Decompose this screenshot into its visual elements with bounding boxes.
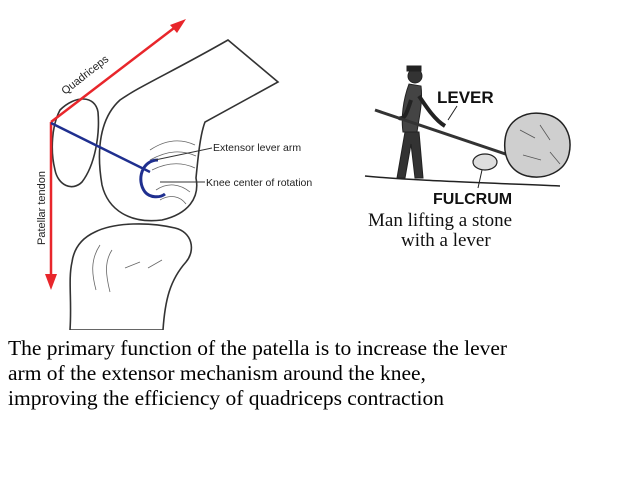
lever-label: LEVER	[437, 88, 494, 107]
big-stone	[503, 112, 571, 178]
extensor-lever-arm-label: Extensor lever arm	[213, 142, 301, 154]
slide-caption: The primary function of the patella is t…	[8, 336, 628, 411]
quadriceps-line	[50, 24, 179, 123]
lever-caption-line2: with a lever	[401, 230, 491, 251]
lever-arm-pointer	[154, 147, 213, 161]
patella-bone	[51, 98, 100, 188]
center-of-rotation-mark	[139, 158, 166, 199]
caption-line-3: improving the efficiency of quadriceps c…	[8, 386, 445, 410]
fulcrum-stone	[472, 153, 498, 171]
tibia-bone	[69, 223, 193, 330]
knee-center-label: Knee center of rotation	[206, 177, 312, 189]
knee-diagram: Quadriceps Patellar tendon Extensor leve…	[36, 19, 312, 330]
patellar-tendon-label: Patellar tendon	[36, 171, 48, 245]
femur-bone	[98, 39, 280, 222]
fulcrum-label-pointer	[477, 169, 483, 189]
stone-texture	[519, 124, 561, 165]
lever-label-pointer	[447, 105, 458, 121]
quadriceps-arrowhead	[170, 19, 186, 33]
tibia-shading	[92, 244, 163, 293]
caption-line-2: arm of the extensor mechanism around the…	[8, 361, 426, 385]
lever-caption-line1: Man lifting a stone	[368, 210, 512, 231]
man-figure	[396, 65, 447, 179]
quadriceps-label: Quadriceps	[59, 53, 111, 97]
ground	[364, 175, 561, 187]
patellar-tendon-arrowhead	[45, 274, 57, 290]
fulcrum-label: FULCRUM	[433, 191, 512, 208]
lever-illustration: LEVER FULCRUM Man lifting a stone with a…	[364, 65, 571, 251]
femur-shading	[149, 140, 197, 205]
caption-line-1: The primary function of the patella is t…	[8, 336, 508, 360]
extensor-lever-arm-line	[50, 121, 151, 174]
